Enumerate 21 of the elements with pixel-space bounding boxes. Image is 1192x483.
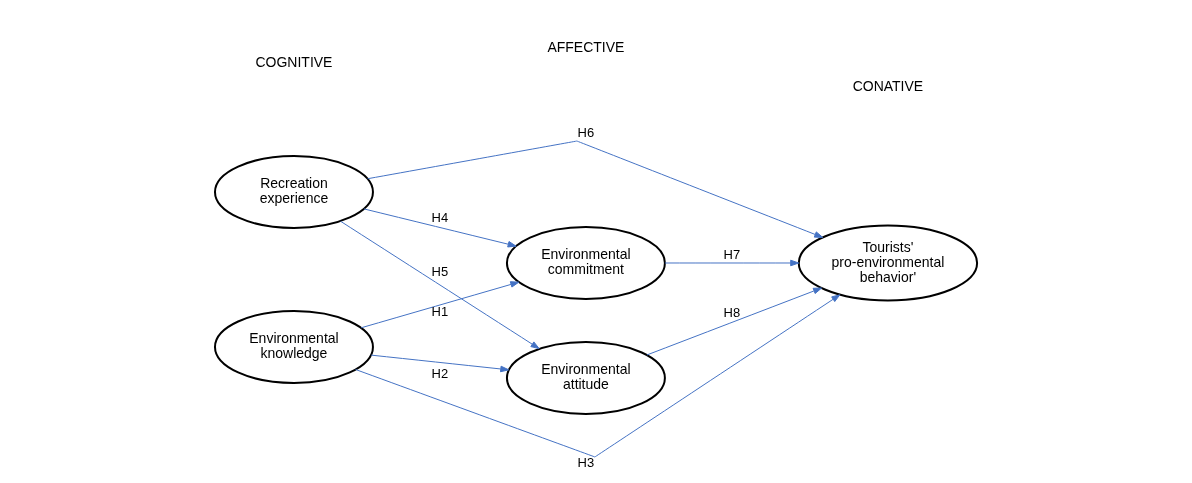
arrow [370,354,510,373]
arrow [646,287,823,356]
edge-label: H7 [723,247,741,263]
edge-label: H5 [431,264,449,280]
edge-label: H2 [431,366,449,382]
edge-label: H1 [431,304,449,320]
node-ellipse: Recreation experience [214,155,374,229]
arrow [340,220,540,350]
node-ellipse: Environmental knowledge [214,310,374,384]
edge-label: H3 [577,455,595,471]
edge-label: H8 [723,305,741,321]
arrow [360,281,520,329]
edge-label: H4 [431,210,449,226]
arrow [664,259,800,267]
arrow [367,140,824,238]
label: AFFECTIVE [547,38,625,55]
label: COGNITIVE [255,53,333,70]
edge-label: H6 [577,125,595,141]
arrow [355,294,841,458]
arrow [363,208,517,248]
label: CONATIVE [852,77,924,94]
